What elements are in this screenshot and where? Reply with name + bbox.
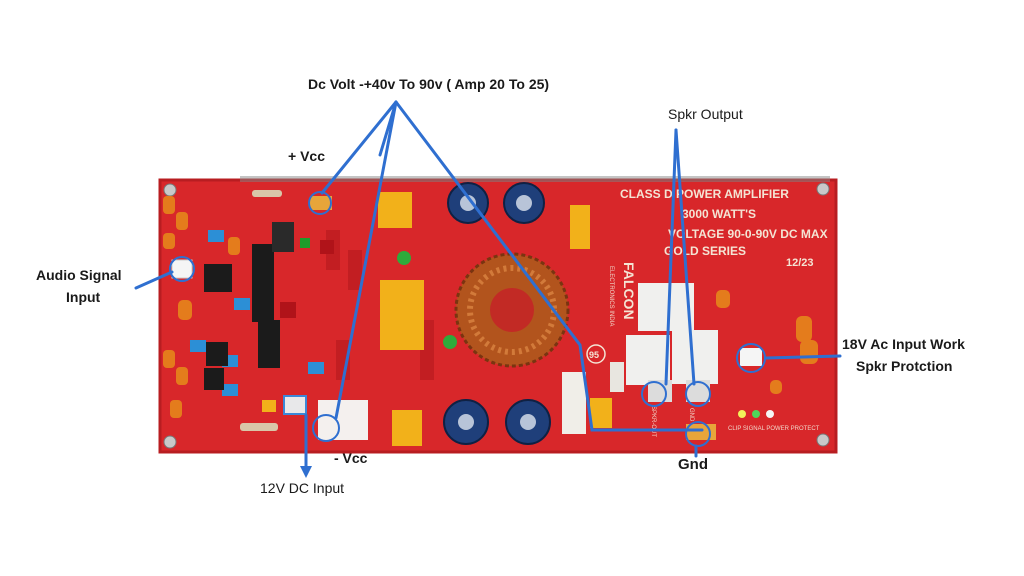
callout-12v-dc: 12V DC Input [260,480,345,496]
marker-minus-vcc [312,414,340,442]
screw-icon [163,183,177,197]
callout-markers [169,191,766,447]
callout-gnd: Gnd [678,456,708,473]
board-badge-95: 95 [589,350,599,360]
callout-dc-volt: Dc Volt -+40v To 90v ( Amp 20 To 25) [308,76,550,92]
power-section [378,182,624,446]
board-title-line1: CLASS D POWER AMPLIFIER [620,187,789,201]
marker-spkr-out [641,381,667,407]
marker-audio-input [169,256,195,282]
relay-icon [638,283,694,331]
pad-gnd-label: GND [688,408,694,422]
callout-audio-signal-line1: Audio Signal [36,267,122,283]
callout-lines [134,100,842,472]
board-brand-sub: ELECTRONICS INDIA [608,266,614,326]
callout-ac-input-line2: Spkr Protction [856,358,953,374]
callout-audio-signal-line2: Input [66,289,101,305]
screw-icon [816,182,830,196]
callout-spkr-output: Spkr Output [668,106,743,122]
board-title-line3: VOLTAGE 90-0-90V DC MAX [668,227,828,241]
board-title-line2: 3000 WATT'S [682,207,756,221]
marker-gnd [685,421,711,447]
screw-icon [163,435,177,449]
board-title-line4: GOLD SERIES [664,244,746,258]
board-brand: FALCON [621,262,637,320]
marker-plus-vcc [308,191,332,215]
board-bottom-right-text: CLIP SIGNAL POWER PROTECT [728,426,820,432]
relay-section [626,283,818,440]
marker-spkr-gnd [685,381,711,407]
toroid-inductor-icon [454,252,570,368]
input-section [163,190,457,440]
arrow-12v-icon [300,466,312,478]
board-date-code: 12/23 [786,257,814,269]
callout-minus-vcc: - Vcc [334,450,368,466]
screw-icon [816,433,830,447]
callout-ac-input-line1: 18V Ac Input Work [842,336,965,352]
pad-spkr-out-label: SPKR-OUT [650,406,656,437]
callout-plus-vcc: + Vcc [288,148,325,164]
